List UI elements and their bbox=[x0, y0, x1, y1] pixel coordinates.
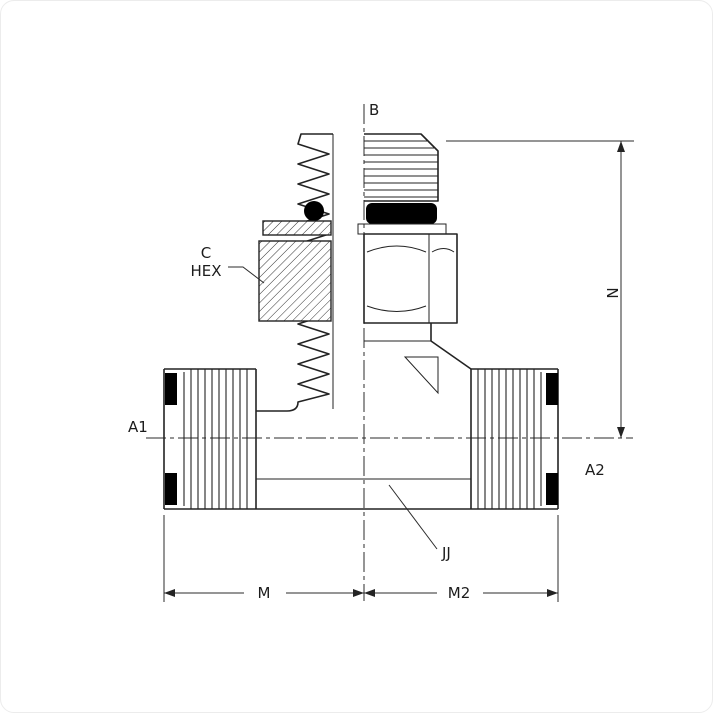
hex-chamfer-arc-2 bbox=[431, 248, 455, 253]
left-thread-crests bbox=[183, 369, 248, 509]
dimensions bbox=[163, 140, 634, 602]
backup-washer-section bbox=[262, 220, 332, 236]
leader-jj bbox=[388, 484, 438, 550]
vertical-port-section-half bbox=[256, 133, 334, 412]
arrowhead bbox=[364, 589, 375, 597]
label-left-port: A1 bbox=[128, 418, 148, 436]
centerlines bbox=[146, 104, 633, 601]
backup-washer bbox=[357, 223, 447, 235]
tee-body bbox=[163, 368, 559, 510]
arrowhead bbox=[547, 589, 558, 597]
left-seal-bottom bbox=[165, 473, 177, 505]
right-seal-bottom bbox=[546, 473, 558, 505]
top-thread-crests bbox=[364, 140, 438, 198]
o-ring bbox=[366, 203, 437, 224]
right-seal-top bbox=[546, 373, 558, 405]
label-dim-m: M bbox=[258, 584, 271, 602]
arrowhead bbox=[617, 427, 625, 438]
label-hex-c: C bbox=[201, 244, 211, 262]
label-right-port: A2 bbox=[585, 461, 605, 479]
arrowhead bbox=[617, 141, 625, 152]
hex-chamfer-arc-1 bbox=[366, 245, 427, 253]
arrowhead bbox=[164, 589, 175, 597]
label-top-port: B bbox=[369, 101, 379, 119]
label-hex-hex: HEX bbox=[190, 262, 221, 280]
flare-edge bbox=[430, 340, 472, 370]
hex-chamfer-arc-3 bbox=[366, 305, 427, 312]
arrowhead bbox=[353, 589, 364, 597]
o-ring-section bbox=[304, 201, 324, 221]
label-dim-m2: M2 bbox=[448, 584, 471, 602]
label-body-ref: JJ bbox=[441, 544, 451, 562]
left-seal-top bbox=[165, 373, 177, 405]
chamfer-triangle bbox=[403, 356, 439, 395]
locknut-hex bbox=[363, 233, 458, 324]
label-dim-n: N bbox=[603, 287, 621, 298]
right-thread-crests bbox=[477, 369, 542, 509]
vertical-port-external-half bbox=[357, 133, 472, 395]
labels: B C HEX A1 A2 N M M2 JJ bbox=[128, 101, 621, 602]
leader-hex bbox=[228, 266, 265, 284]
top-thread-outline bbox=[364, 133, 439, 202]
locknut-section bbox=[258, 240, 332, 322]
